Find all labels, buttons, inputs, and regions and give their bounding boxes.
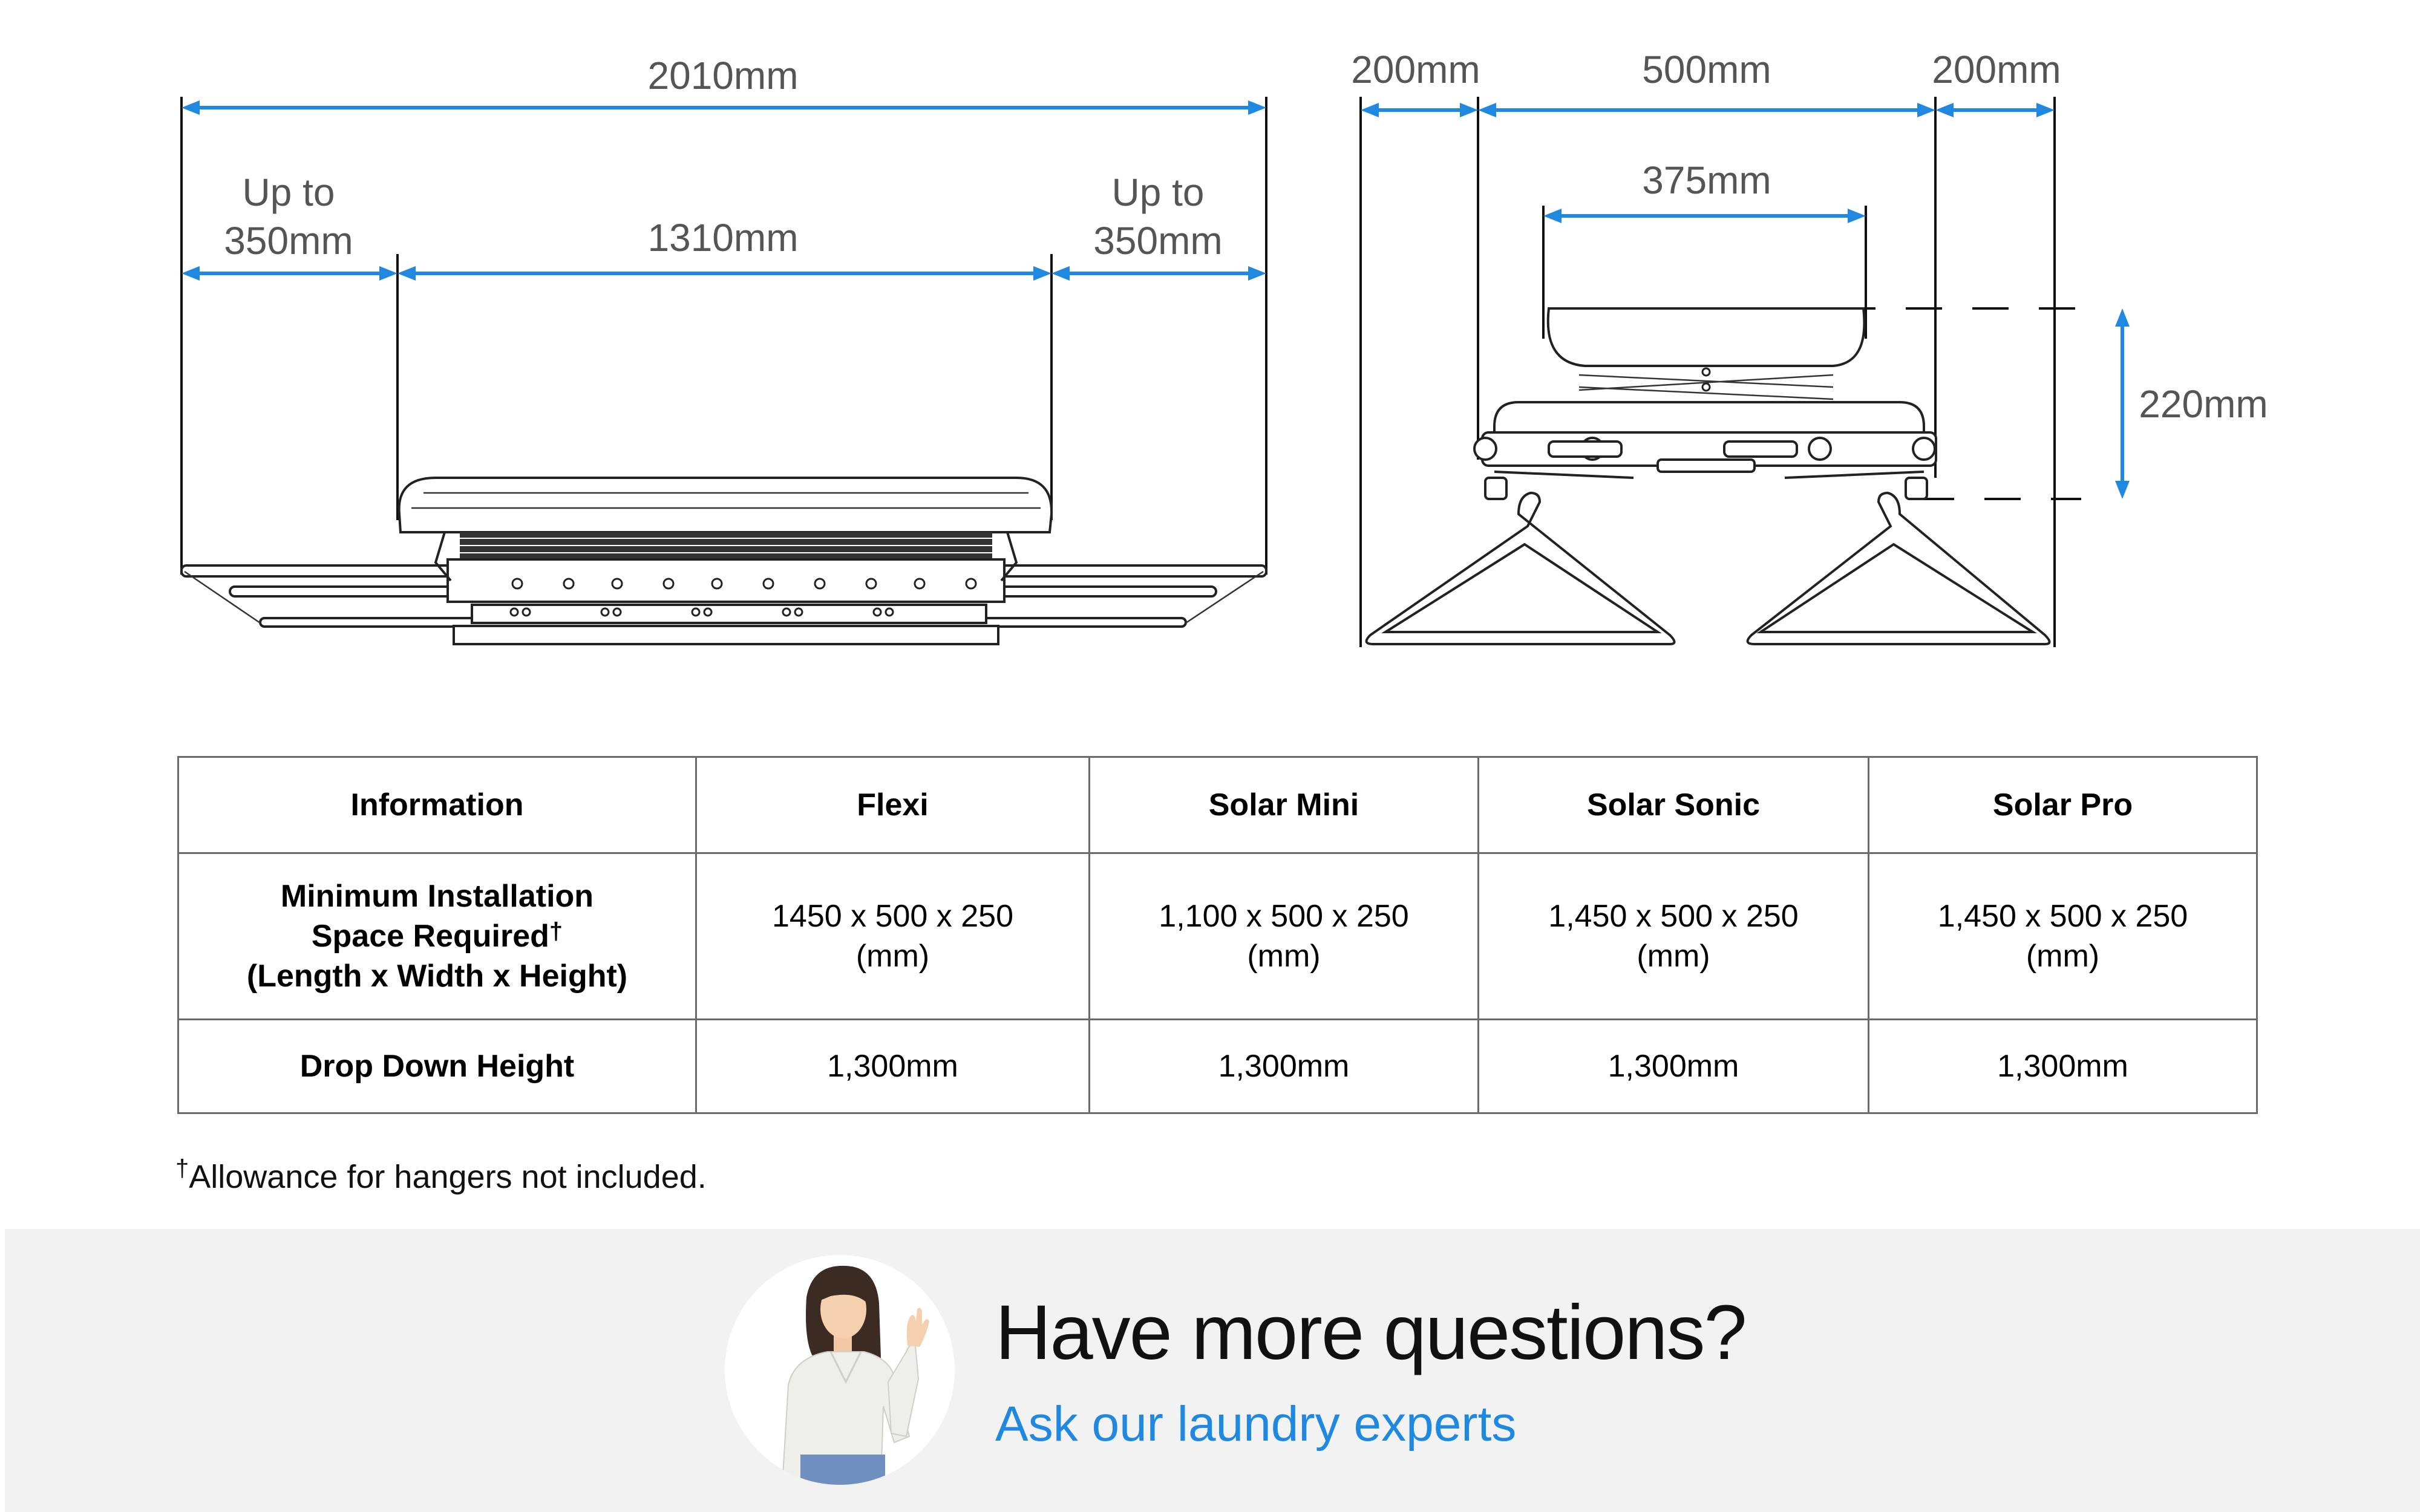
dimension-diagrams: 2010mm Up to 350mm 1310mm Up to 350mm [180, 48, 2268, 647]
specifications-table: Information Flexi Solar Mini Solar Sonic… [177, 756, 2258, 1114]
cell-solar-mini-space: 1,100 x 500 x 250 (mm) [1088, 852, 1479, 1020]
cta-banner [5, 1229, 2420, 1512]
table-row: Minimum Installation Space Required† (Le… [177, 852, 2258, 1020]
side-center-label: 500mm [1642, 48, 1771, 91]
center-length-label: 1310mm [648, 216, 799, 259]
height-label: 220mm [2139, 382, 2268, 426]
header-information: Information [177, 756, 697, 854]
row-head-line: Space Required [311, 919, 549, 954]
overall-length-label: 2010mm [648, 54, 799, 97]
row-head-line: Minimum Installation [280, 879, 594, 914]
cell-solar-sonic-space: 1,450 x 500 x 250 (mm) [1477, 852, 1869, 1020]
table-row: Drop Down Height 1,300mm 1,300mm 1,300mm… [177, 1018, 2258, 1114]
header-solar-sonic: Solar Sonic [1477, 756, 1869, 854]
cell-solar-pro-drop: 1,300mm [1868, 1018, 2258, 1114]
front-view-diagram: 2010mm Up to 350mm 1310mm Up to 350mm [180, 54, 1267, 645]
header-solar-mini: Solar Mini [1088, 756, 1479, 854]
drying-rack-front-icon [180, 477, 1267, 645]
row-head-line: (Length x Width x Height) [246, 959, 628, 994]
row-head-drop-down-height: Drop Down Height [177, 1018, 697, 1114]
ask-experts-link[interactable]: Ask our laundry experts [995, 1396, 1517, 1452]
side-left-label: 200mm [1351, 48, 1480, 91]
header-flexi: Flexi [695, 756, 1090, 854]
header-solar-pro: Solar Pro [1868, 756, 2258, 854]
side-right-label: 200mm [1932, 48, 2061, 91]
dagger-mark: † [549, 918, 563, 945]
row-head-installation-space: Minimum Installation Space Required† (Le… [177, 852, 697, 1020]
footnote: †Allowance for hangers not included. [175, 1155, 707, 1196]
cell-solar-mini-drop: 1,300mm [1088, 1018, 1479, 1114]
cell-flexi-space: 1450 x 500 x 250 (mm) [695, 852, 1090, 1020]
footnote-text: Allowance for hangers not included. [189, 1159, 707, 1195]
cell-solar-pro-space: 1,450 x 500 x 250 (mm) [1868, 852, 2258, 1020]
right-extension-label-1: Up to [1112, 171, 1205, 214]
table-header-row: Information Flexi Solar Mini Solar Sonic… [177, 756, 2258, 854]
side-view-diagram: 200mm 500mm 200mm 375mm 220mm [1351, 48, 2268, 647]
inner-width-label: 375mm [1642, 158, 1771, 202]
right-extension-label-2: 350mm [1093, 219, 1222, 262]
footnote-dagger: † [175, 1155, 189, 1182]
cell-solar-sonic-drop: 1,300mm [1477, 1018, 1869, 1114]
woman-waving-icon [725, 1255, 955, 1485]
left-extension-label-1: Up to [243, 171, 335, 214]
drying-rack-side-icon [1365, 307, 2051, 645]
left-extension-label-2: 350mm [224, 219, 353, 262]
cell-flexi-drop: 1,300mm [695, 1018, 1090, 1114]
cta-title: Have more questions? [995, 1289, 1747, 1376]
